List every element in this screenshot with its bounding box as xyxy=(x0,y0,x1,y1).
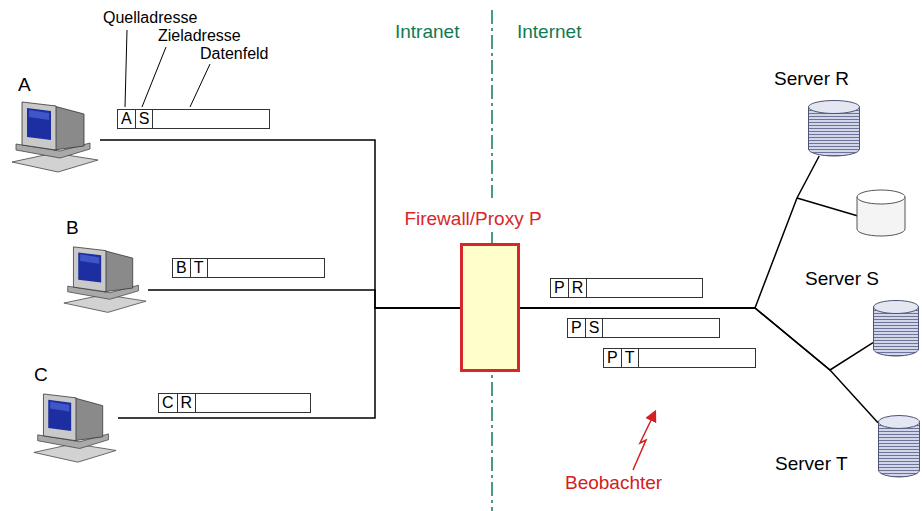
server-node: Server S xyxy=(873,300,919,356)
server-node: Server T xyxy=(878,415,920,477)
computer-node: A xyxy=(10,100,100,178)
field-caption: Datenfeld xyxy=(200,45,269,62)
network-cable xyxy=(520,308,878,423)
packet-box: CR xyxy=(158,393,311,413)
field-caption: Quelladresse xyxy=(103,9,197,26)
packet-box: PR xyxy=(550,278,703,298)
label-anchor: Quelladresse xyxy=(103,9,197,27)
address-field: T xyxy=(622,349,639,367)
packet-box: AS xyxy=(117,109,270,129)
zone-label: Intranet xyxy=(395,21,459,42)
computer-node: B xyxy=(62,245,148,318)
address-field: P xyxy=(568,319,586,337)
server-node: Server R xyxy=(808,100,860,156)
packet-datafield xyxy=(587,279,702,297)
packet-box: PS xyxy=(567,318,720,338)
zone-label: Internet xyxy=(517,21,581,42)
network-cable xyxy=(520,308,873,370)
address-field: R xyxy=(178,394,197,412)
packet-box: PT xyxy=(603,348,756,368)
observer-label: Beobachter xyxy=(565,472,662,493)
computer-node: C xyxy=(32,392,118,468)
field-caption: Zieladresse xyxy=(158,27,241,44)
computer-icon xyxy=(32,392,118,468)
address-field: B xyxy=(173,259,191,277)
network-cable xyxy=(520,156,819,308)
server-cylinder xyxy=(878,415,920,477)
node-label: Server S xyxy=(805,268,879,290)
node-label: A xyxy=(18,74,31,96)
address-field: P xyxy=(604,349,622,367)
node-label: Server T xyxy=(775,453,848,475)
packet-box: BT xyxy=(172,258,325,278)
address-field: S xyxy=(586,319,604,337)
node-label: C xyxy=(34,364,48,386)
firewall-box: Firewall/Proxy P xyxy=(460,243,520,372)
address-field: T xyxy=(191,259,208,277)
disk-symbol xyxy=(797,190,905,236)
packet-datafield xyxy=(153,110,269,128)
network-cable xyxy=(118,308,460,418)
address-field: P xyxy=(551,279,569,297)
node-label: Firewall/Proxy P xyxy=(383,208,563,230)
packet-datafield xyxy=(208,259,324,277)
server-cylinder xyxy=(808,100,860,156)
label-anchor: Intranet xyxy=(395,21,459,43)
label-anchor: Beobachter xyxy=(565,472,662,494)
address-field: S xyxy=(136,110,154,128)
address-field: C xyxy=(159,394,178,412)
computer-icon xyxy=(10,100,100,178)
address-field: R xyxy=(569,279,588,297)
lightning-symbol xyxy=(633,412,655,470)
label-anchor: Zieladresse xyxy=(158,27,241,45)
packet-datafield xyxy=(639,349,755,367)
node-label: Server R xyxy=(774,68,849,90)
label-anchor: Internet xyxy=(517,21,581,43)
label-anchor: Datenfeld xyxy=(200,45,269,63)
network-cable xyxy=(148,290,460,308)
packet-datafield xyxy=(603,319,719,337)
packet-datafield xyxy=(196,394,310,412)
server-cylinder xyxy=(873,300,919,356)
computer-icon xyxy=(62,245,148,318)
address-field: A xyxy=(118,110,136,128)
node-label: B xyxy=(66,217,79,239)
